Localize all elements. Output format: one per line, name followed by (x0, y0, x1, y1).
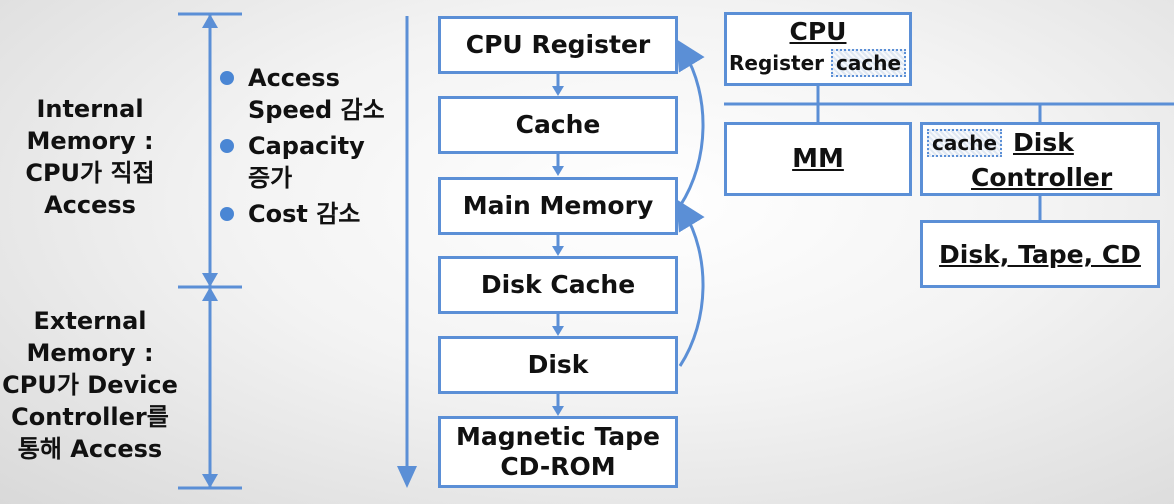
storage-devices-label: Disk, Tape, CD (939, 239, 1141, 269)
main-memory-box: MM (724, 122, 912, 196)
bullet-line: 증가 (248, 164, 293, 192)
hierarchy-main-memory: Main Memory (438, 177, 678, 235)
hierarchy-tape-cdrom: Magnetic Tape CD-ROM (438, 416, 678, 488)
hierarchy-label: Disk Cache (480, 270, 636, 299)
controller-label-line: Controller (971, 163, 1113, 192)
internal-memory-line: Access (44, 191, 136, 219)
external-memory-line: 통해 Access (17, 435, 163, 463)
cpu-title: CPU (789, 17, 847, 46)
cpu-internals: Register cache (729, 49, 909, 77)
internal-memory-label: Internal Memory : CPU가 직접 Access (0, 93, 180, 221)
bullet-access-speed: Access Speed 감소 (220, 62, 410, 126)
controller-cache-tag: cache (927, 129, 1003, 157)
hierarchy-step-arrows (552, 74, 564, 416)
hierarchy-cache: Cache (438, 96, 678, 154)
bullet-line: Access (248, 64, 340, 92)
hierarchy-label: Main Memory (462, 191, 654, 220)
tradeoff-bullets: Access Speed 감소 Capacity 증가 Cost 감소 (220, 62, 410, 234)
bullet-line: Speed 감소 (248, 96, 385, 124)
external-memory-line: External (33, 307, 147, 335)
memory-range-bracket (178, 12, 242, 490)
hierarchy-disk: Disk (438, 336, 678, 394)
external-memory-label: External Memory : CPU가 Device Controller… (0, 305, 180, 465)
internal-memory-line: CPU가 직접 (25, 159, 155, 187)
external-memory-line: Memory : (26, 339, 154, 367)
transfer-curves (676, 39, 705, 367)
cpu-cache-tag: cache (831, 49, 907, 77)
hierarchy-disk-cache: Disk Cache (438, 256, 678, 314)
controller-label-line: Disk (1013, 128, 1074, 157)
bullet-line: Capacity (248, 132, 365, 160)
main-memory-label: MM (792, 144, 844, 174)
disk-controller-box: cache Disk Controller (920, 122, 1160, 196)
bullet-dot-icon (220, 71, 234, 85)
hierarchy-label: CPU Register (465, 30, 651, 59)
internal-memory-line: Memory : (26, 127, 154, 155)
hierarchy-label: Cache (515, 110, 601, 139)
external-memory-line: CPU가 Device (2, 371, 178, 399)
hierarchy-down-arrow (397, 16, 417, 488)
bullet-capacity: Capacity 증가 (220, 130, 410, 194)
bullet-dot-icon (220, 207, 234, 221)
bullet-dot-icon (220, 139, 234, 153)
cpu-register-label: Register (729, 51, 825, 75)
hierarchy-label: Disk (527, 350, 589, 379)
storage-devices-box: Disk, Tape, CD (920, 220, 1160, 288)
hierarchy-cpu-register: CPU Register (438, 16, 678, 74)
bullet-line: Cost 감소 (248, 200, 361, 228)
hierarchy-label: CD-ROM (500, 452, 616, 481)
bullet-cost: Cost 감소 (220, 198, 410, 230)
hierarchy-label: Magnetic Tape (456, 422, 660, 451)
internal-memory-line: Internal (36, 95, 144, 123)
external-memory-line: Controller를 (11, 403, 169, 431)
system-bus (724, 84, 1174, 220)
cpu-box: CPU Register cache (724, 12, 912, 86)
